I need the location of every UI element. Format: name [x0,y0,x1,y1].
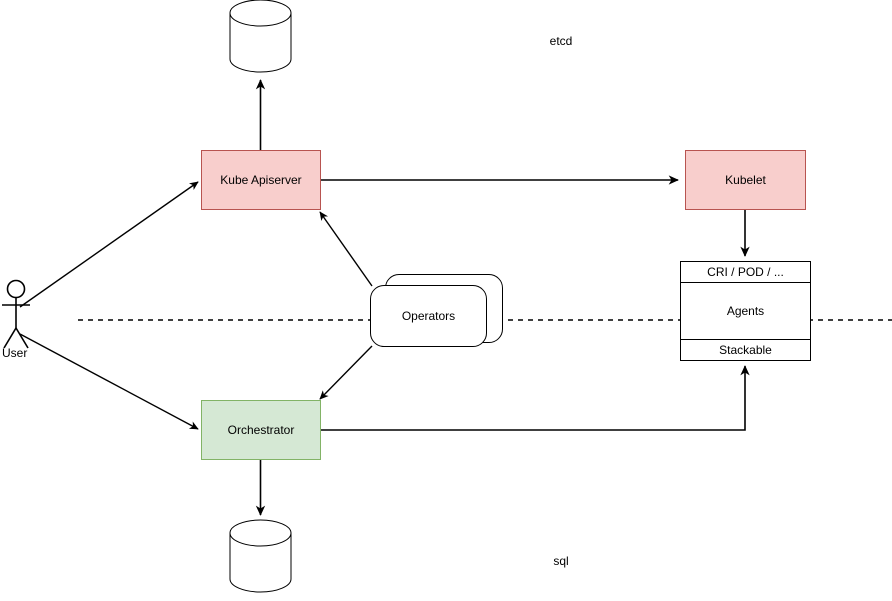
node-agents-body: Agents [681,283,810,339]
sql-label-text: sql [553,554,569,568]
arrow-user-to-apiserver [19,181,199,308]
etcd-label-text: etcd [549,34,573,48]
node-agents-footer: Stackable [681,339,810,360]
arrow-orchestrator-to-stackable [321,365,750,431]
etcd-cylinder-shape [229,0,292,73]
node-kubelet[interactable]: Kubelet [685,150,806,210]
node-agents-header: CRI / POD / ... [681,262,810,283]
node-kube-apiserver[interactable]: Kube Apiserver [201,150,321,210]
node-agents-body-label: Agents [726,303,765,318]
arrow-operators-to-orchestrator [319,345,373,400]
arrow-operators-to-apiserver [319,211,373,287]
node-orchestrator[interactable]: Orchestrator [201,400,321,460]
node-kubelet-label: Kubelet [725,172,766,187]
node-agents-container[interactable]: CRI / POD / ... Agents Stackable [680,261,811,361]
node-orchestrator-label: Orchestrator [227,422,295,437]
user-label: User [2,346,27,360]
node-agents-header-label: CRI / POD / ... [707,264,784,279]
node-operators-label: Operators [401,308,456,323]
etcd-label: etcd [0,34,892,48]
node-agents-footer-label: Stackable [719,342,772,357]
user-actor-shape [2,279,30,349]
sql-cylinder-shape [229,519,292,593]
node-kube-apiserver-label: Kube Apiserver [220,172,302,187]
node-operators[interactable]: Operators [370,285,487,347]
sql-label: sql [0,554,892,568]
arrow-user-to-orchestrator [19,333,199,430]
user-label-text: User [2,346,28,360]
